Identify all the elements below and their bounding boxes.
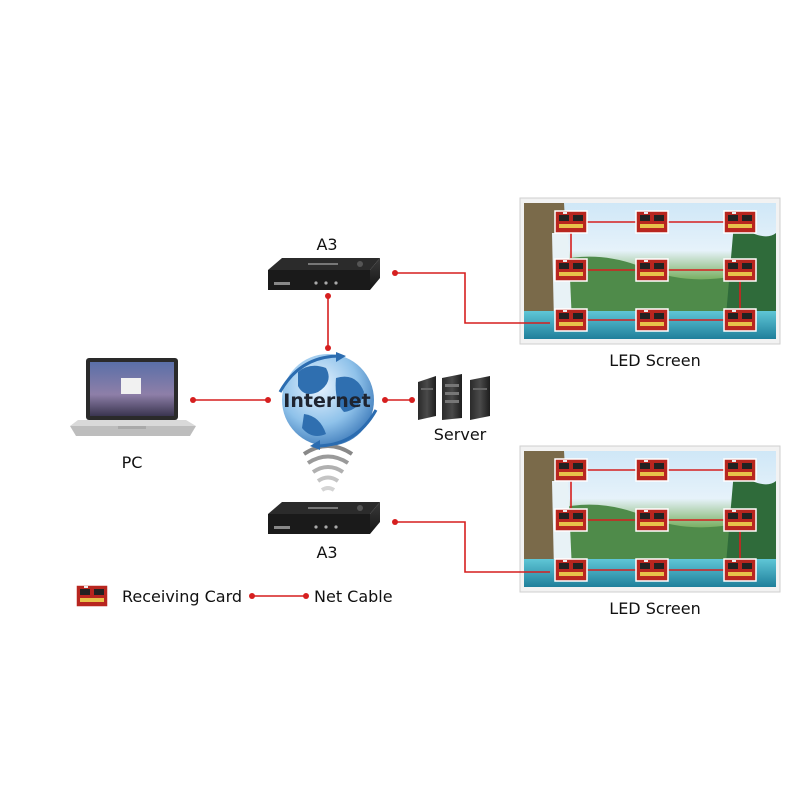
a3-player-box-icon bbox=[268, 502, 380, 534]
receiving-card-icon bbox=[723, 458, 757, 482]
led-screen-bottom-label: LED Screen bbox=[609, 599, 700, 618]
cable-a3-top-to-led-top bbox=[395, 272, 550, 324]
receiving-card-icon bbox=[635, 210, 669, 234]
laptop-icon bbox=[70, 358, 196, 436]
receiving-card-icon bbox=[635, 458, 669, 482]
receiving-card-icon bbox=[723, 210, 757, 234]
legend-net-cable-label: Net Cable bbox=[314, 587, 393, 606]
a3-controller-top: A3 bbox=[268, 235, 380, 290]
legend: Receiving Card Net Cable bbox=[75, 584, 393, 608]
receiving-card-icon bbox=[723, 308, 757, 332]
a3-player-box-icon bbox=[268, 258, 380, 290]
receiving-card-icon bbox=[75, 584, 109, 608]
receiving-card-icon bbox=[723, 558, 757, 582]
cable-a3-bottom-to-led-bottom bbox=[395, 521, 550, 573]
receiving-card-icon bbox=[635, 558, 669, 582]
server-group: Server bbox=[418, 374, 490, 444]
receiving-card-icon bbox=[723, 258, 757, 282]
legend-net-cable: Net Cable bbox=[249, 587, 393, 606]
receiving-card-icon bbox=[554, 508, 588, 532]
a3-top-label: A3 bbox=[316, 235, 337, 254]
legend-receiving-card: Receiving Card bbox=[75, 584, 242, 608]
net-cables bbox=[190, 270, 550, 573]
a3-controller-bottom: A3 bbox=[268, 502, 380, 562]
a3-bottom-label: A3 bbox=[316, 543, 337, 562]
led-screen-top-label: LED Screen bbox=[609, 351, 700, 370]
internet-globe: Internet bbox=[278, 352, 378, 450]
server-label: Server bbox=[434, 425, 487, 444]
receiving-card-icon bbox=[554, 558, 588, 582]
receiving-card-icon bbox=[554, 210, 588, 234]
led-screen-bottom: LED Screen bbox=[519, 445, 781, 618]
legend-receiving-card-label: Receiving Card bbox=[122, 587, 242, 606]
receiving-card-icon bbox=[723, 508, 757, 532]
receiving-card-icon bbox=[635, 508, 669, 532]
receiving-card-icon bbox=[554, 308, 588, 332]
wifi-signal-icon bbox=[302, 444, 354, 492]
receiving-card-icon bbox=[554, 258, 588, 282]
led-screen-top: LED Screen bbox=[519, 197, 781, 370]
pc-label: PC bbox=[122, 453, 143, 472]
receiving-card-icon bbox=[554, 458, 588, 482]
server-rack-icon bbox=[418, 374, 490, 420]
pc-laptop: PC bbox=[70, 358, 196, 472]
internet-label: Internet bbox=[283, 390, 370, 412]
receiving-card-icon bbox=[635, 308, 669, 332]
receiving-card-icon bbox=[635, 258, 669, 282]
